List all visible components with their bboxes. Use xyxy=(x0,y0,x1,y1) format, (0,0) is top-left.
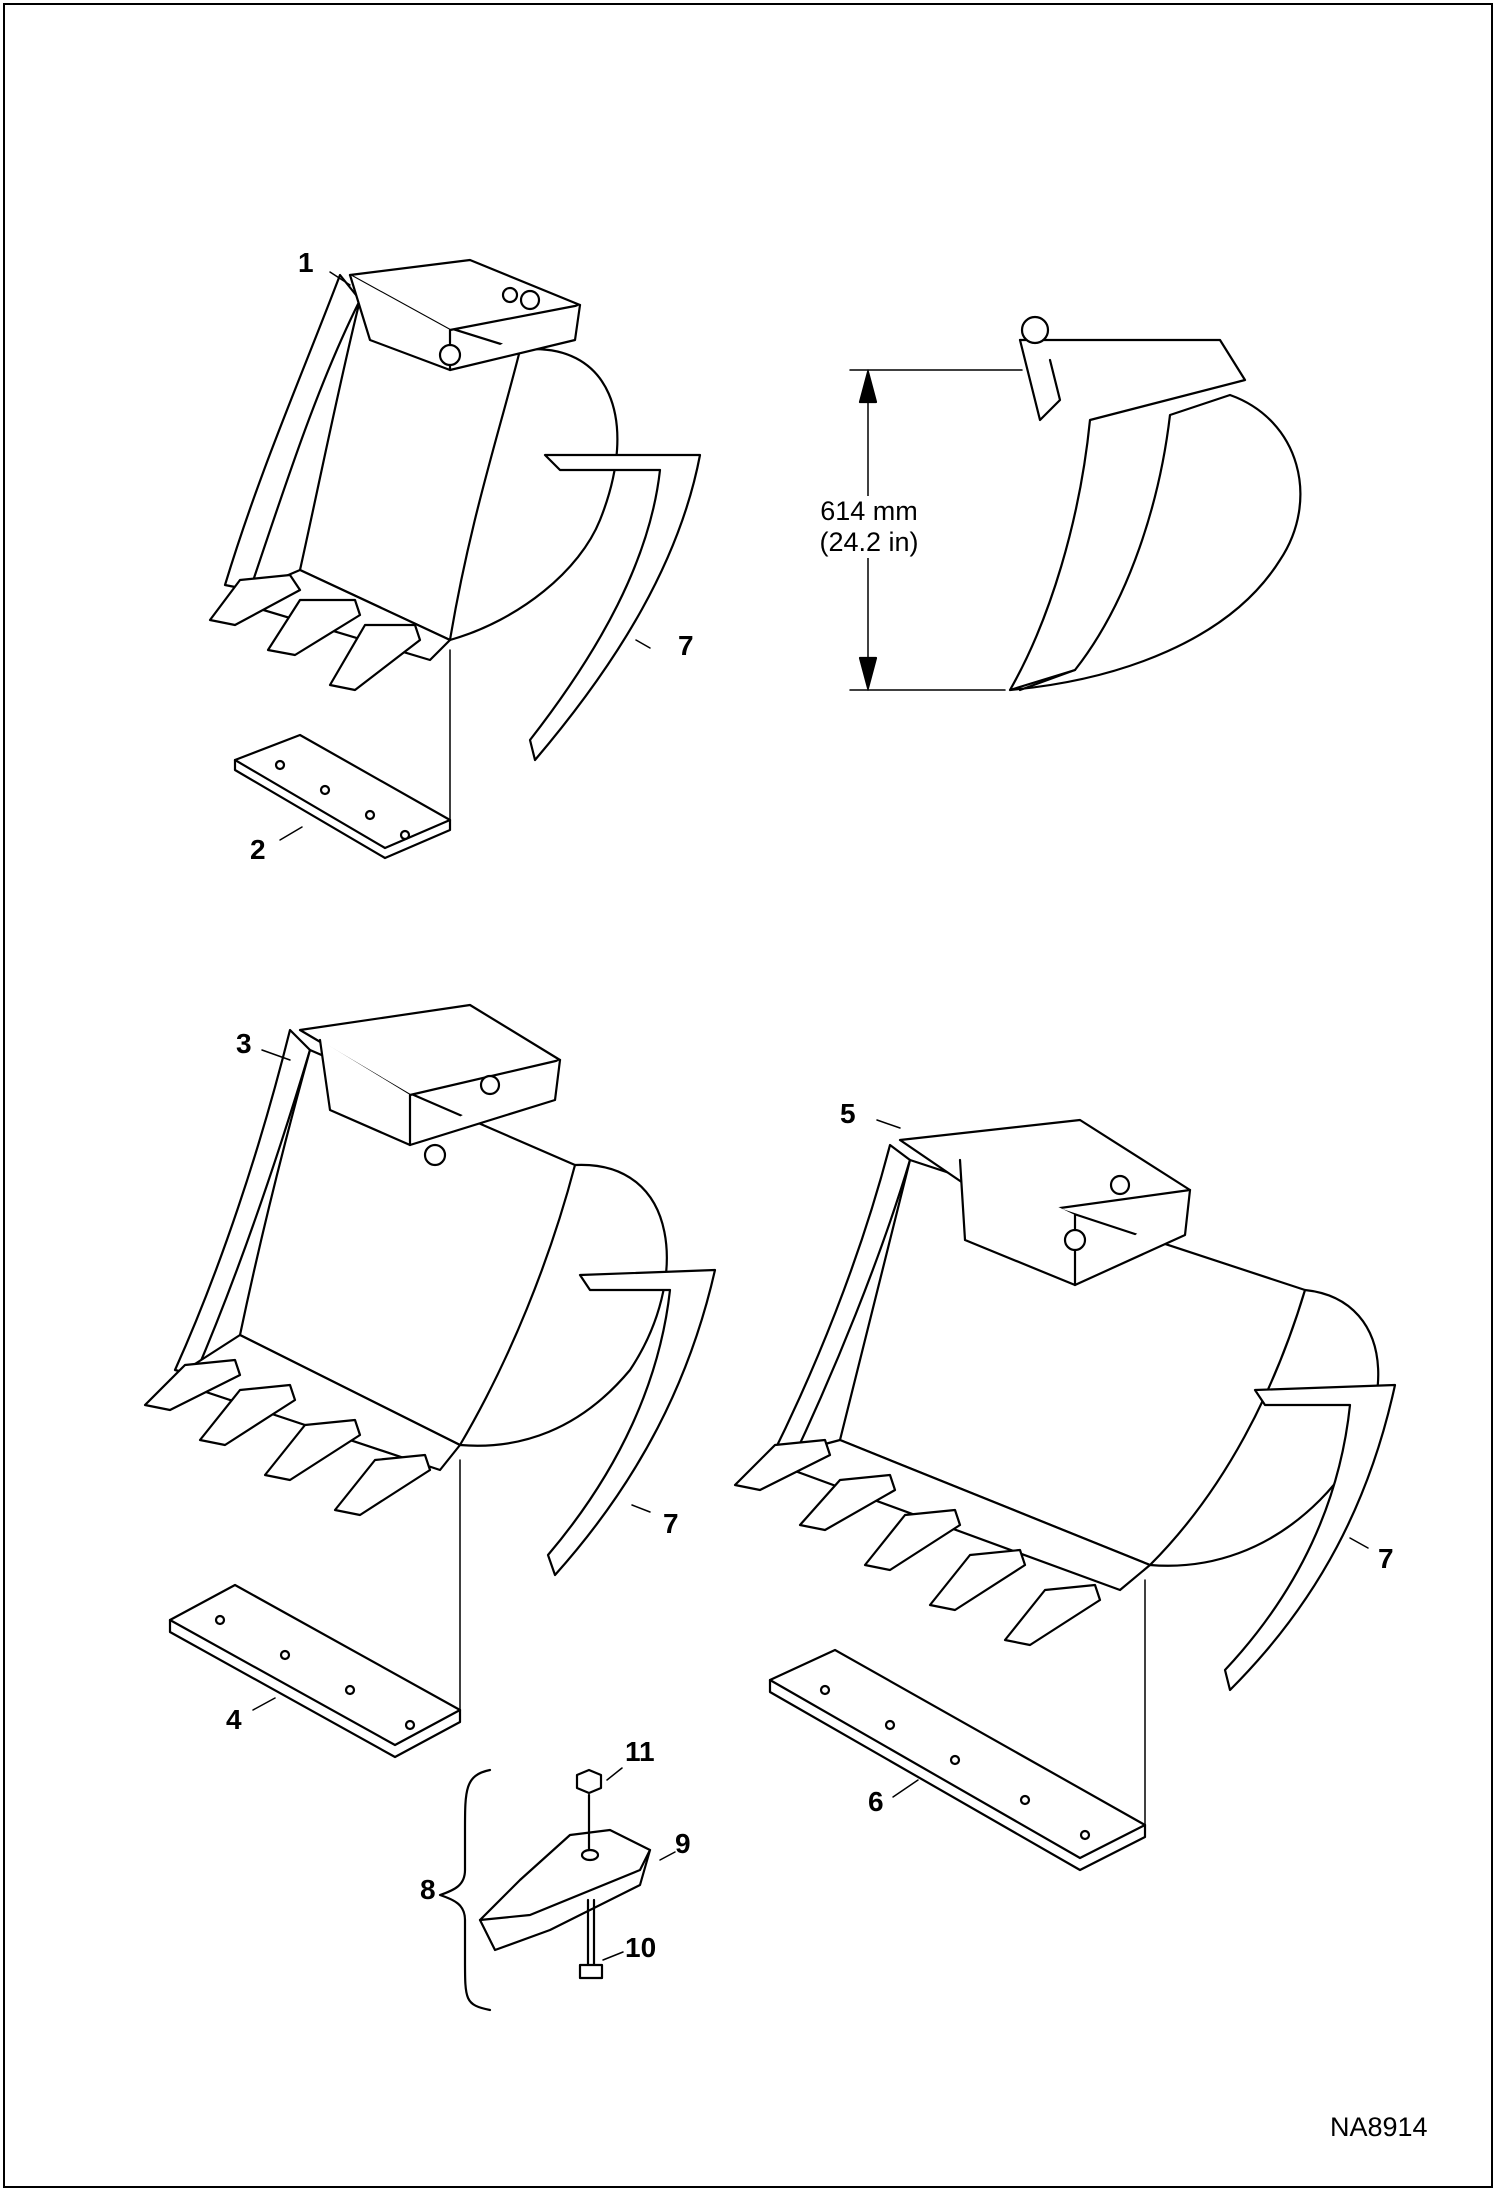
cutting-edge-4 xyxy=(168,1583,462,1759)
callout-7-middle: 7 xyxy=(663,1508,679,1539)
callout-1: 1 xyxy=(298,247,314,278)
callout-2: 2 xyxy=(250,834,266,865)
drawing-code: NA8914 xyxy=(1330,2112,1428,2142)
callout-5: 5 xyxy=(840,1098,856,1129)
callout-10: 10 xyxy=(625,1932,657,1963)
leader-lines xyxy=(252,271,1369,1961)
callout-9: 9 xyxy=(675,1828,691,1859)
dimension-label: 614 mm (24.2 in) xyxy=(806,496,932,559)
bucket-profile xyxy=(849,315,1302,692)
dimension-imperial: (24.2 in) xyxy=(819,527,919,558)
callout-6: 6 xyxy=(868,1786,884,1817)
callout-7-top: 7 xyxy=(678,630,694,661)
cutting-edge-2 xyxy=(233,733,452,860)
cutting-edge-6 xyxy=(768,1648,1147,1872)
tooth-assembly-8 xyxy=(438,1768,652,2012)
bucket-5 xyxy=(733,1118,1397,1836)
bucket-1 xyxy=(208,258,702,821)
callout-11: 11 xyxy=(625,1736,655,1767)
bucket-3 xyxy=(143,1003,717,1716)
callout-3: 3 xyxy=(236,1028,252,1059)
drawing-border xyxy=(3,3,1493,2188)
callout-7-right: 7 xyxy=(1378,1543,1394,1574)
dimension-metric: 614 mm xyxy=(820,496,918,526)
callout-8: 8 xyxy=(420,1874,436,1905)
callout-4: 4 xyxy=(226,1704,242,1735)
